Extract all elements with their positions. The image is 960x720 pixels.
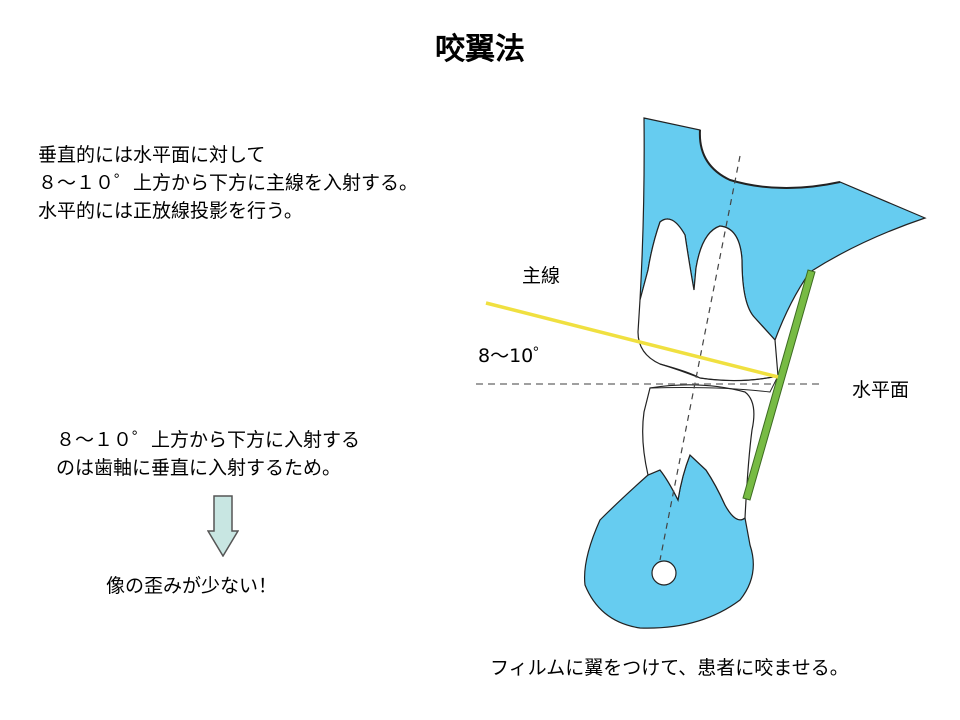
text-line: ８～１０゜上方から下方に主線を入射する。 (38, 172, 419, 194)
upper-molar (637, 218, 779, 382)
palate-curve (698, 129, 841, 190)
slide-title: 咬翼法 (435, 32, 525, 67)
vertical-angle-text: 垂直的には水平面に対して ８～１０゜上方から下方に主線を入射する。 水平的には正… (38, 141, 418, 225)
footnote-text: フィルムに翼をつけて、患者に咬ませる。 (490, 657, 849, 679)
horizontal-plane-label: 水平面 (852, 379, 910, 401)
central-beam-line (485, 301, 779, 379)
text-line: のは歯軸に垂直に入射するため。 (56, 457, 342, 479)
text-line: 水平的には正放線投影を行う。 (38, 200, 303, 222)
canal-circle (651, 560, 677, 586)
tooth-axis-line (659, 155, 741, 561)
angle-label: 8～10゜ (478, 345, 553, 367)
lower-molar (642, 384, 755, 521)
reason-text: ８～１０゜上方から下方に入射する のは歯軸に垂直に入射するため。 (56, 426, 360, 482)
conclusion-text: 像の歪みが少ない！ (106, 575, 278, 597)
down-arrow-icon (207, 495, 239, 557)
central-beam-label: 主線 (522, 265, 561, 287)
text-line: ８～１０゜上方から下方に入射する (56, 429, 361, 451)
text-line: 垂直的には水平面に対して (38, 144, 266, 166)
bitewing-diagram (476, 117, 927, 629)
film (742, 269, 816, 501)
occlusal-line (649, 363, 779, 393)
